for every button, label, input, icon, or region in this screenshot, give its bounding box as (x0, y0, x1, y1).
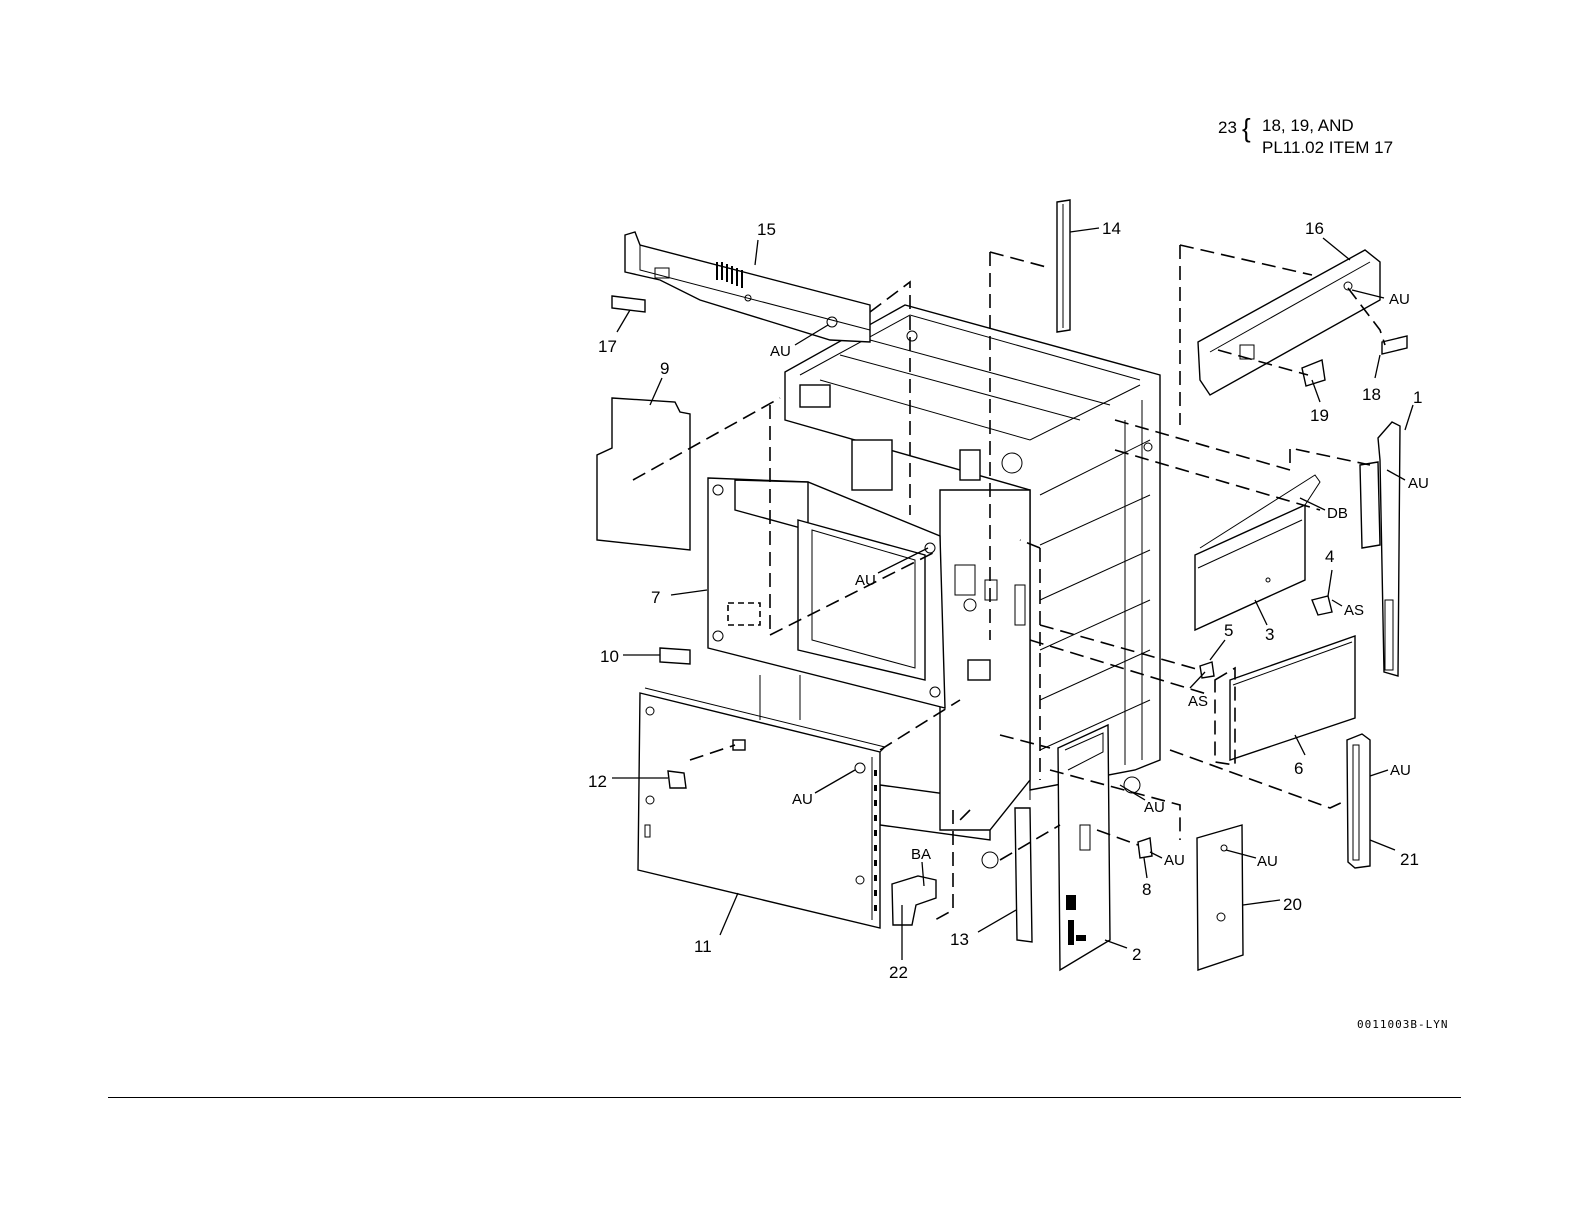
footer-rule (108, 1097, 1461, 1098)
callout-11: 11 (694, 937, 712, 956)
fastener-au-7: AU (855, 572, 876, 589)
callout-12: 12 (588, 772, 607, 791)
part-21-strip (1347, 734, 1370, 868)
callout-9: 9 (660, 359, 669, 378)
callout-18: 18 (1362, 385, 1381, 404)
callout-3: 3 (1265, 625, 1274, 644)
kit-note-line1: 18, 19, AND (1262, 116, 1354, 135)
part-11-front-cover (638, 688, 885, 928)
part-15-top-rail (625, 232, 870, 342)
part-20-cover (1197, 825, 1243, 970)
callout-17: 17 (598, 337, 617, 356)
part-14-strip (1057, 200, 1070, 332)
part-6-panel (1230, 636, 1355, 760)
callout-21: 21 (1400, 850, 1419, 869)
callout-22: 22 (889, 963, 908, 982)
part-2-side-plate (1058, 725, 1110, 970)
fastener-au-20: AU (1257, 853, 1278, 870)
fastener-as-4: AS (1344, 602, 1364, 619)
part-18-label (1382, 336, 1407, 354)
fastener-db: DB (1327, 505, 1348, 522)
part-10-label (660, 648, 690, 664)
fastener-au-2: AU (1144, 799, 1165, 816)
callout-8: 8 (1142, 880, 1151, 899)
callout-16: 16 (1305, 219, 1324, 238)
callout-20: 20 (1283, 895, 1302, 914)
fastener-au-21: AU (1390, 762, 1411, 779)
callout-14: 14 (1102, 219, 1121, 238)
fastener-au-1: AU (1408, 475, 1429, 492)
callout-13: 13 (950, 930, 969, 949)
part-16-top-rail (1198, 250, 1380, 395)
callout-6: 6 (1294, 759, 1303, 778)
callout-7: 7 (651, 588, 660, 607)
part-12-latch (668, 771, 686, 788)
callout-2: 2 (1132, 945, 1141, 964)
callout-1: 1 (1413, 388, 1422, 407)
callout-10: 10 (600, 647, 619, 666)
kit-brace: { (1242, 113, 1251, 143)
part-8-bracket (1138, 838, 1152, 858)
fastener-ba: BA (911, 846, 931, 863)
part-19-label (1302, 360, 1325, 386)
fastener-au-16: AU (1389, 291, 1410, 308)
fastener-as-5: AS (1188, 693, 1208, 710)
kit-note: 23 { 18, 19, AND PL11.02 ITEM 17 (1218, 113, 1393, 157)
kit-note-line2: PL11.02 ITEM 17 (1262, 138, 1393, 157)
part-22-bracket (892, 876, 936, 925)
callout-15: 15 (757, 220, 776, 239)
fastener-au-11: AU (792, 791, 813, 808)
part-4-clip (1312, 596, 1332, 615)
fastener-au-15: AU (770, 343, 791, 360)
fastener-au-8: AU (1164, 852, 1185, 869)
part-17-bracket (612, 296, 645, 312)
kit-ref-number: 23 (1218, 118, 1237, 137)
part-1-side-rail (1360, 422, 1400, 676)
callout-19: 19 (1310, 406, 1329, 425)
callout-5: 5 (1224, 621, 1233, 640)
figure-id: 0011003B-LYN (1357, 1018, 1448, 1031)
part-13-strip (1015, 808, 1032, 942)
callout-4: 4 (1325, 547, 1334, 566)
